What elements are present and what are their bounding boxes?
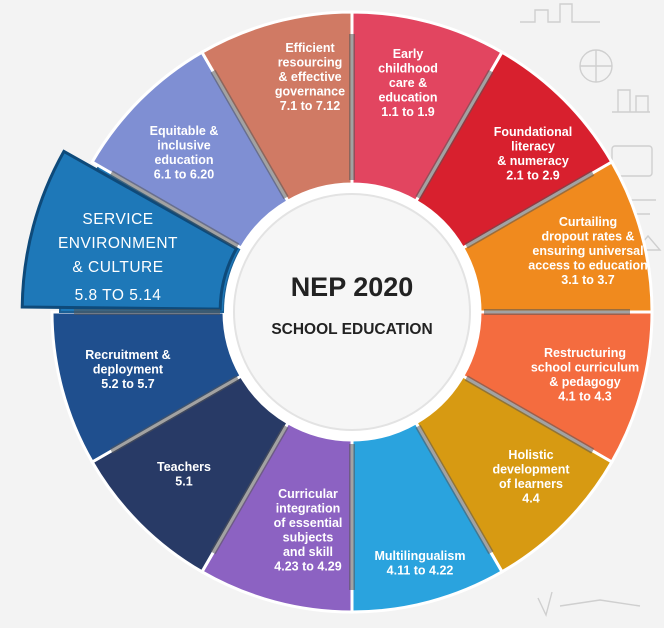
segment-label-line: inclusive — [157, 139, 211, 153]
wheel-segments — [20, 10, 654, 614]
segment-label-line: & pedagogy — [549, 375, 621, 389]
segment-label-line: of learners — [499, 477, 563, 491]
segment-label-line: Multilingualism — [375, 549, 466, 563]
center-hub-disc — [233, 193, 471, 431]
segment-label-line: 5.1 — [175, 475, 192, 489]
segment-label-line: Equitable & — [150, 124, 219, 138]
segment-label-line: 3.1 to 3.7 — [561, 273, 615, 287]
segment-divider — [464, 170, 595, 249]
segment-label-line: development — [492, 463, 570, 477]
segment-service-environment-highlight — [20, 149, 239, 311]
segment-label-line: education — [154, 153, 213, 167]
center-hub: NEP 2020 SCHOOL EDUCATION — [224, 184, 480, 440]
wheel-dividers — [74, 34, 630, 590]
segment-divider — [415, 424, 494, 555]
segment-label-line: Recruitment & — [85, 348, 170, 362]
segment-label-line: 5.2 to 5.7 — [101, 377, 155, 391]
segment-divider — [210, 69, 289, 200]
scribble-icon — [537, 591, 641, 618]
segment-label-line: deployment — [93, 363, 164, 377]
segment-divider — [109, 375, 240, 454]
segment-label-line: governance — [275, 85, 345, 99]
segment-label-line: of essential — [274, 516, 343, 530]
segment-label-line: Early — [393, 47, 424, 61]
segment-label-line: 5.8 TO 5.14 — [75, 287, 162, 304]
segment-label-line: 2.1 to 2.9 — [506, 169, 560, 183]
segment-label-line: Curtailing — [559, 215, 617, 229]
segment-label-line: childhood — [378, 62, 438, 76]
segment-label-line: Foundational — [494, 125, 572, 139]
segment-label-line: dropout rates & — [541, 230, 634, 244]
segment-label-line: care & — [389, 76, 427, 90]
segment-label-line: 1.1 to 1.9 — [381, 105, 435, 119]
segment-label-line: & numeracy — [497, 154, 569, 168]
segment-label-line: subjects — [283, 531, 334, 545]
segment-divider — [109, 170, 240, 249]
segment-label-line: ENVIRONMENT — [58, 235, 178, 252]
segment-label-line: 4.4 — [522, 492, 539, 506]
segment-divider — [464, 375, 595, 454]
segment-label-line: 4.11 to 4.22 — [387, 564, 454, 578]
segment-label-line: Restructuring — [544, 346, 626, 360]
segment-label-line: 4.1 to 4.3 — [558, 390, 612, 404]
segment-label-line: school curriculum — [531, 361, 639, 375]
segment-label-line: education — [378, 91, 437, 105]
center-title: NEP 2020 — [291, 272, 414, 302]
segment-label-line: integration — [276, 502, 341, 516]
segment-label-line: ensuring universal — [532, 244, 643, 258]
segment-label-line: Holistic — [508, 448, 553, 462]
segment-label-line: literacy — [511, 140, 555, 154]
segment-label-line: SERVICE — [82, 211, 153, 228]
center-subtitle: SCHOOL EDUCATION — [271, 321, 432, 338]
segment-label-line: access to education — [528, 259, 648, 273]
segment-label-line: & effective — [278, 70, 341, 84]
segment-label-line: resourcing — [278, 56, 343, 70]
segment-label-line: Curricular — [278, 487, 338, 501]
segment-label-line: Efficient — [285, 41, 335, 55]
segment-divider — [415, 69, 494, 200]
segment-divider — [210, 424, 289, 555]
segment-label-line: & CULTURE — [72, 259, 163, 276]
segment-label-line: 4.23 to 4.29 — [274, 560, 341, 574]
segment-label-line: and skill — [283, 545, 333, 559]
segment-label-line: Teachers — [157, 460, 211, 474]
segment-label-line: 6.1 to 6.20 — [154, 168, 214, 182]
segment-label-service-environment: SERVICE ENVIRONMENT & CULTURE 5.8 TO 5.14 — [58, 211, 178, 304]
segment-label-line: 7.1 to 7.12 — [280, 99, 340, 113]
